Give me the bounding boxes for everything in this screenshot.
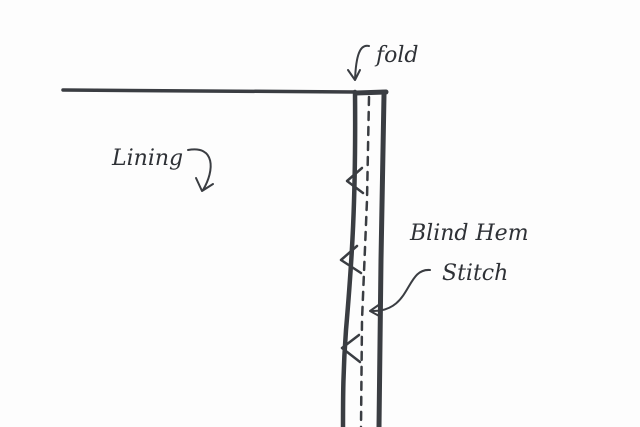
lining-arrow bbox=[187, 148, 214, 192]
stitch-line-dashed bbox=[359, 95, 371, 427]
fold-top-cap bbox=[353, 89, 389, 96]
fabric-outer-edge bbox=[376, 92, 387, 427]
label-blind-hem: Blind Hem bbox=[409, 221, 529, 246]
fold-arrow bbox=[347, 44, 370, 81]
label-stitch: Stitch bbox=[442, 261, 508, 286]
stitch-chevron bbox=[345, 166, 365, 195]
label-lining: Lining bbox=[111, 146, 183, 171]
fabric-inner-edge bbox=[340, 89, 358, 427]
label-fold: fold bbox=[374, 43, 419, 68]
stitch-chevron bbox=[339, 244, 363, 275]
stitch-arrow bbox=[369, 268, 431, 318]
lining-top-edge bbox=[61, 88, 357, 94]
stitch-chevron bbox=[340, 333, 362, 364]
